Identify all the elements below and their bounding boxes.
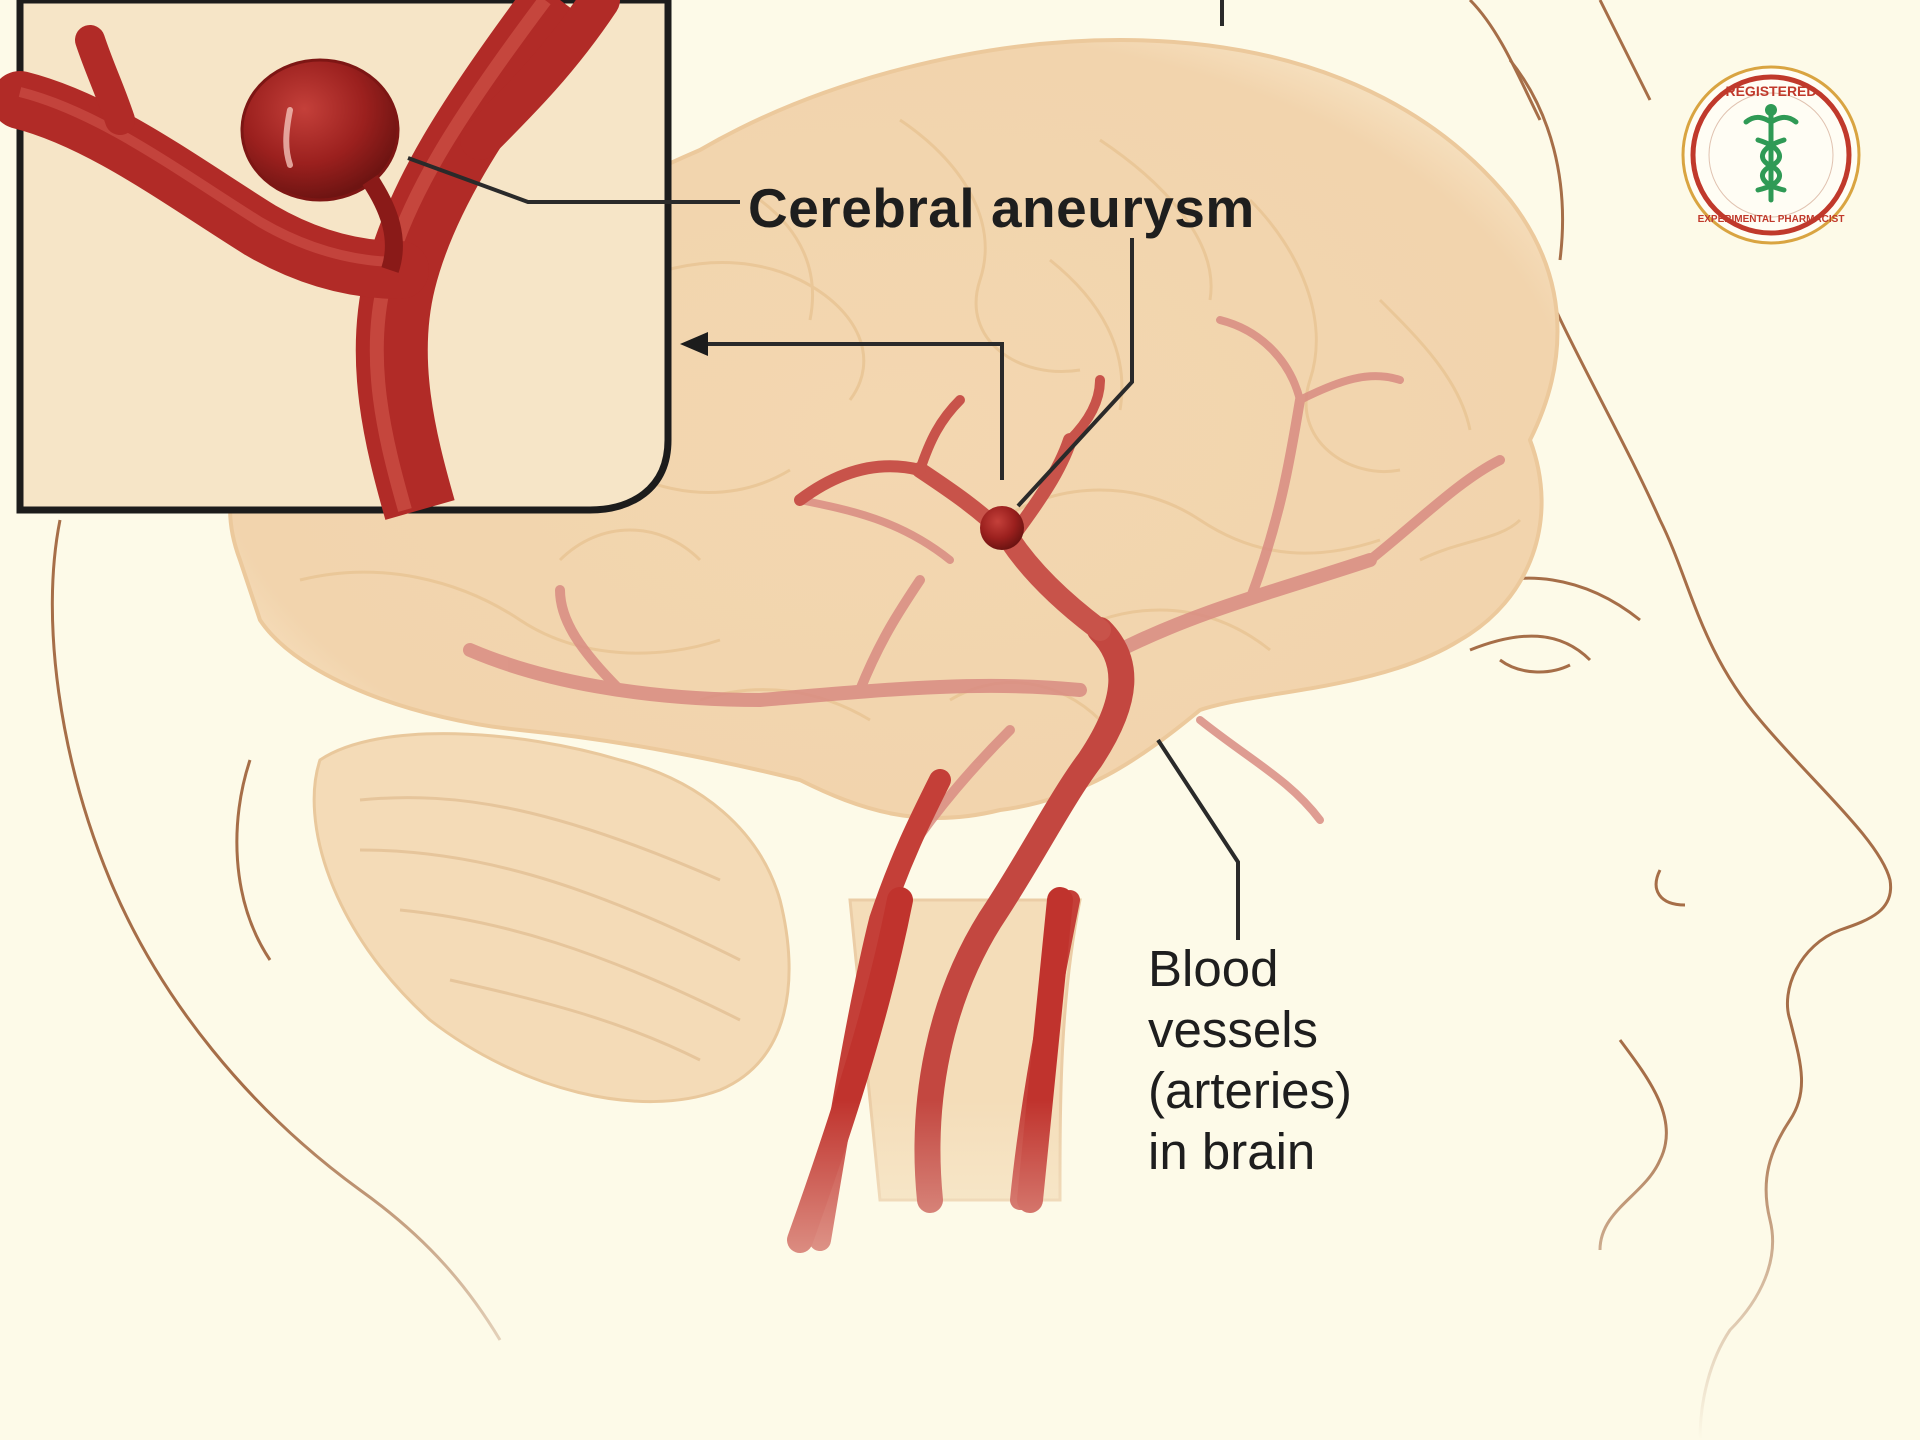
- inset-panel: [20, 0, 668, 510]
- badge-bottom-text: EXPERIMENTAL PHARMACIST: [1698, 214, 1845, 225]
- hairline: [1470, 0, 1650, 120]
- label-blood-vessels: Blood vessels (arteries) in brain: [1148, 938, 1448, 1182]
- face-detail-nose: [1656, 870, 1685, 905]
- label-blood-vessels-line-4: in brain: [1148, 1121, 1448, 1182]
- badge-top-text: REGISTERED: [1725, 83, 1816, 99]
- label-blood-vessels-line-3: (arteries): [1148, 1060, 1448, 1121]
- label-cerebral-aneurysm: Cerebral aneurysm: [748, 176, 1255, 240]
- aneurysm-sac-small: [980, 506, 1024, 550]
- pharmacist-badge: REGISTERED EXPERIMENTAL PHARMACIST: [1676, 60, 1866, 250]
- face-detail-eye: [1470, 636, 1590, 672]
- label-blood-vessels-line-2: vessels: [1148, 999, 1448, 1060]
- ear-outline: [237, 760, 270, 960]
- label-blood-vessels-line-1: Blood: [1148, 938, 1448, 999]
- cerebellum: [314, 734, 789, 1102]
